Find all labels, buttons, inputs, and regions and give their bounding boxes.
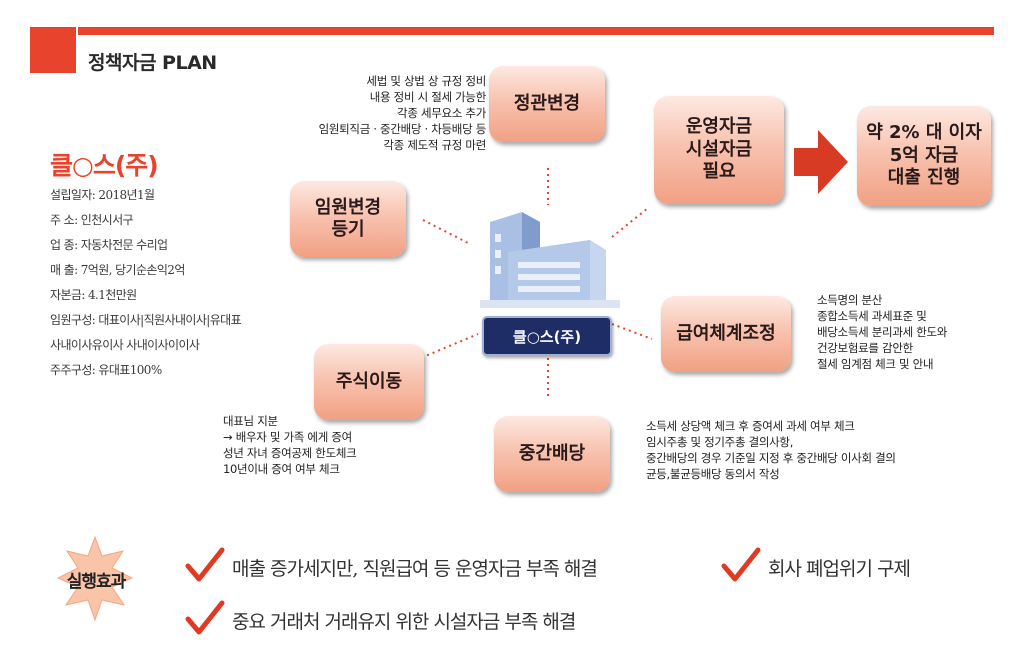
box-articles-change: 정관변경 [489,66,605,142]
note-stock: 대표님 지분 → 배우자 및 가족 에게 증여 성년 자녀 증여공제 한도체크 … [223,414,357,476]
company-info-line: 매 출: 7억원, 당기순손익2억 [50,263,185,277]
note-dividend: 소득세 상당액 체크 후 증여세 과세 여부 체크 임시주총 및 정기주총 결의… [646,419,896,481]
company-info-line: 자본금: 4.1천만원 [50,288,137,302]
box-loan-result: 약 2% 대 이자 5억 자금 대출 진행 [857,106,991,206]
effect-item: 중요 거래처 거래유지 위한 시설자금 부족 해결 [232,611,576,633]
company-info-line: 업 종: 자동차전문 수리업 [50,238,168,252]
check-icon [185,547,225,582]
building-icon [480,212,620,308]
company-info-line: 주 소: 인천시서구 [50,213,134,227]
effect-item: 매출 증가세지만, 직원급여 등 운영자금 부족 해결 [232,558,598,580]
note-salary: 소득명의 분산 종합소득세 과세표준 및 배당소득세 분리과세 한도와 건강보험… [817,293,948,371]
burst-badge-shape [56,535,134,622]
connector-salary [611,323,653,340]
effect-item: 회사 폐업위기 구제 [768,558,911,580]
company-info-line: 주주구성: 유대표100% [50,363,162,377]
connector-stock [415,333,479,361]
check-icon [721,547,761,582]
company-info-line: 설립일자: 2018년1월 [50,188,155,202]
connector-funds [611,207,649,238]
center-company-label: 클○스(주) [482,316,612,356]
box-interim-dividend: 중간배당 [494,416,610,492]
connector-officer [422,219,471,245]
box-officer-change: 임원변경 등기 [290,181,406,257]
check-icon [185,600,225,635]
arrow-right-icon [794,130,848,194]
box-funds-needed: 운영자금 시설자금 필요 [654,96,784,204]
company-info-line: 임원구성: 대표이사|직원사내이사|유대표 [50,313,242,327]
box-stock-transfer: 주식이동 [314,344,424,420]
header-accent-bar [78,27,994,35]
page-title: 정책자금 PLAN [88,52,217,74]
note-articles: 세법 및 상법 상 규정 정비 내용 정비 시 절세 가능한 각종 세무요소 추… [318,74,487,152]
box-salary-adjust: 급여체계조정 [661,296,791,372]
header-accent-square [30,27,76,73]
company-name: 클○스(주) [50,151,159,180]
company-info-line: 사내이사유이사 사내이사이이사 [50,338,200,352]
effect-badge-label: 실행효과 [66,572,127,592]
